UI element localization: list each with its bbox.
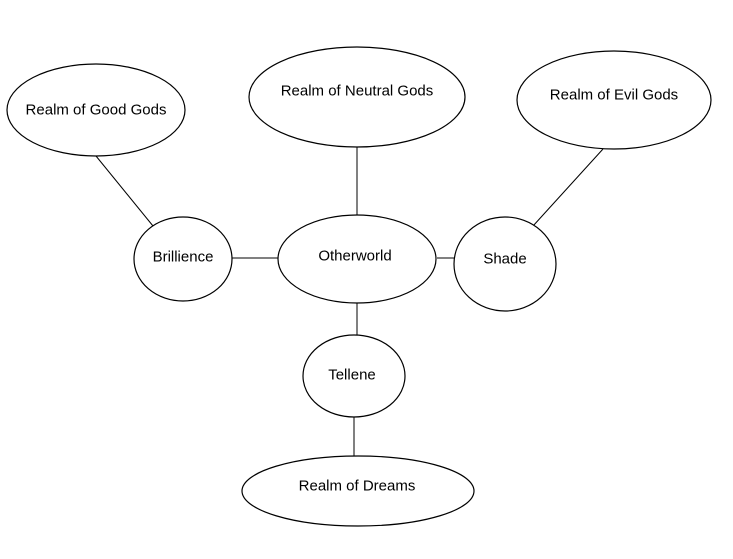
- node-shape: [133, 216, 233, 302]
- node-otherworld: Otherworld: [277, 214, 437, 304]
- node-realm-dreams: Realm of Dreams: [241, 455, 475, 527]
- node-shape: [302, 334, 406, 418]
- edge-evil-shade: [532, 148, 604, 227]
- node-shade: Shade: [453, 216, 557, 312]
- node-shape: [241, 455, 475, 527]
- node-shape: [453, 216, 557, 312]
- node-brillience: Brillience: [133, 216, 233, 302]
- node-shape: [6, 63, 186, 157]
- node-label: Brillience: [153, 249, 214, 266]
- node-realm-neutral-gods: Realm of Neutral Gods: [248, 46, 466, 148]
- node-realm-evil-gods: Realm of Evil Gods: [516, 50, 712, 150]
- node-shape: [248, 46, 466, 148]
- edges: [95, 146, 604, 459]
- edge-good-brillience: [95, 155, 154, 227]
- node-label: Realm of Evil Gods: [550, 87, 678, 104]
- node-shape: [516, 50, 712, 150]
- node-label: Realm of Neutral Gods: [281, 83, 434, 100]
- node-label: Shade: [483, 251, 526, 268]
- node-tellene: Tellene: [302, 334, 406, 418]
- node-shape: [277, 214, 437, 304]
- node-label: Otherworld: [318, 248, 391, 265]
- node-realm-good-gods: Realm of Good Gods: [6, 63, 186, 157]
- node-label: Realm of Good Gods: [26, 102, 167, 119]
- node-label: Tellene: [328, 367, 376, 384]
- node-label: Realm of Dreams: [299, 478, 416, 495]
